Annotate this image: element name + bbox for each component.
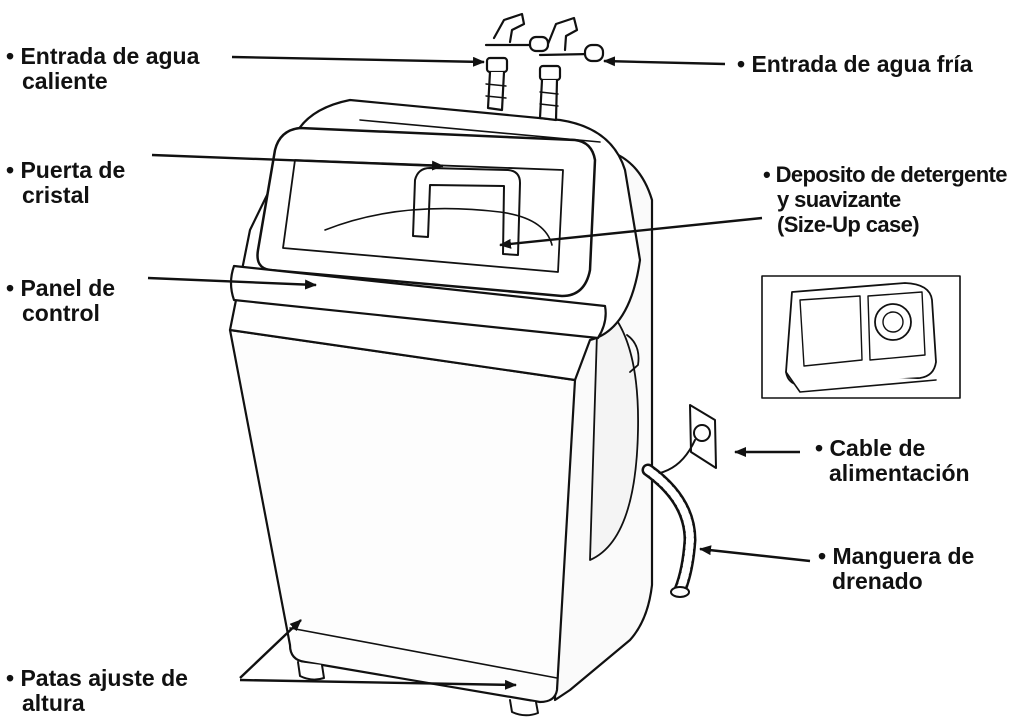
label-control-panel: • Panel de control	[6, 276, 115, 326]
label-glass-door-line1: • Puerta de	[6, 157, 126, 183]
side-recess	[589, 299, 639, 561]
label-hot-water-inlet: • Entrada de agua caliente	[6, 44, 199, 94]
hot-water-faucet	[484, 12, 550, 112]
label-hot-water-line1: • Entrada de agua	[6, 43, 200, 69]
arrow-foot-right	[239, 678, 517, 690]
tub-opening	[324, 207, 553, 246]
label-detergent-dispenser: • Deposito de detergente y suavizante (S…	[763, 162, 1008, 237]
label-leveling-feet-line1: • Patas ajuste de	[6, 665, 188, 691]
arrow-foot-left	[239, 619, 302, 679]
machine-front-body	[228, 328, 577, 704]
label-drain-hose-line2: drenado	[832, 568, 923, 594]
label-power-cord: • Cable de alimentación	[815, 436, 970, 486]
arrow-control-panel	[147, 276, 317, 290]
drain-hose-end	[670, 586, 690, 598]
foot-left	[297, 661, 325, 681]
washing-machine-illustration	[228, 12, 961, 717]
outlet-plug	[693, 424, 711, 442]
arrow-drain-hose	[699, 545, 811, 563]
label-control-panel-line2: control	[22, 300, 100, 326]
label-drain-hose: • Manguera de drenado	[818, 544, 974, 594]
label-hot-water-line2: caliente	[22, 68, 108, 94]
label-leveling-feet: • Patas ajuste de altura	[6, 666, 188, 716]
label-cold-water-inlet: • Entrada de agua fría	[737, 52, 973, 77]
arrow-dispenser	[499, 216, 763, 249]
pointer-arrows	[147, 55, 811, 690]
drain-hose-inner	[644, 466, 694, 594]
label-control-panel-line1: • Panel de	[6, 275, 116, 301]
control-panel-band	[229, 264, 607, 340]
side-handle	[626, 334, 640, 373]
arrow-cold-water	[603, 56, 726, 67]
foot-right	[509, 699, 539, 717]
label-drain-hose-line1: • Manguera de	[818, 543, 975, 569]
arrow-hot-water	[231, 55, 485, 67]
label-cold-water-line1: • Entrada de agua fría	[737, 51, 973, 77]
base-line	[289, 627, 558, 679]
label-leveling-feet-line2: altura	[22, 690, 85, 716]
label-glass-door-line2: cristal	[22, 182, 90, 208]
label-dispenser-line2: y suavizante	[777, 187, 901, 212]
label-power-cord-line1: • Cable de	[815, 435, 926, 461]
arrow-glass-door	[151, 153, 444, 171]
label-glass-door: • Puerta de cristal	[6, 158, 125, 208]
label-dispenser-line1: • Deposito de detergente	[763, 162, 1008, 187]
dispenser-drawer	[785, 282, 937, 393]
label-power-cord-line2: alimentación	[829, 460, 970, 486]
cold-water-faucet	[538, 16, 605, 122]
label-dispenser-line3: (Size-Up case)	[777, 212, 920, 237]
